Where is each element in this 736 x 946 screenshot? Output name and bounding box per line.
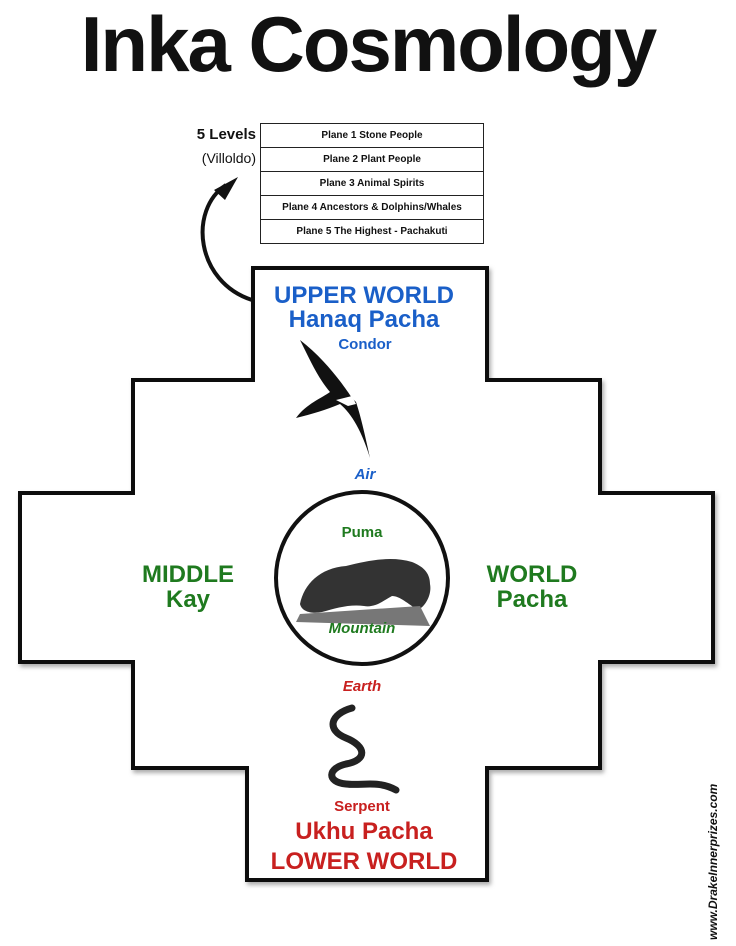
air-label: Air (354, 466, 376, 483)
puma-icon (296, 559, 431, 626)
middle-name-left: Kay (165, 586, 211, 613)
middle-name-right: Pacha (496, 586, 568, 613)
levels-source: (Villoldo) (201, 150, 256, 166)
arrow-head-icon (214, 177, 238, 200)
mountain-label: Mountain (328, 620, 396, 637)
levels-heading: 5 Levels (196, 126, 256, 143)
plane-row: Plane 4 Ancestors & Dolphins/Whales (261, 196, 483, 220)
upper-world-title: UPPER WORLD (274, 282, 454, 309)
lower-world-name: Ukhu Pacha (295, 818, 433, 845)
plane-row: Plane 1 Stone People (261, 124, 483, 148)
condor-label: Condor (338, 336, 392, 353)
plane-row: Plane 3 Animal Spirits (261, 172, 483, 196)
serpent-label: Serpent (334, 798, 390, 815)
middle-title-left: MIDDLE (142, 561, 234, 588)
plane-row: Plane 5 The Highest - Pachakuti (296, 226, 448, 237)
planes-table: Plane 1 Stone People Plane 2 Plant Peopl… (260, 123, 484, 244)
website-credit: www.DrakeInnerprizes.com (706, 783, 720, 940)
puma-label: Puma (341, 524, 383, 541)
page-title: Inka Cosmology (80, 0, 657, 88)
serpent-icon (328, 704, 400, 794)
earth-label: Earth (342, 678, 382, 695)
curved-arrow-icon (200, 183, 253, 302)
lower-world-title: LOWER WORLD (270, 848, 458, 875)
condor-icon (296, 340, 370, 458)
middle-title-right: WORLD (486, 561, 578, 588)
plane-row: Plane 2 Plant People (261, 148, 483, 172)
upper-world-name: Hanaq Pacha (288, 306, 440, 333)
